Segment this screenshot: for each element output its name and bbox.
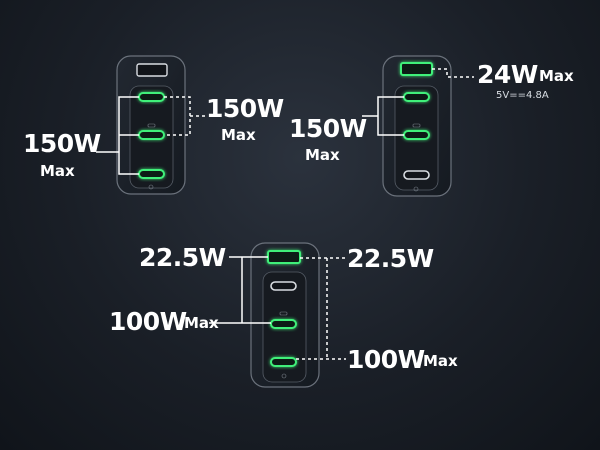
usb-c-port-inactive xyxy=(270,281,297,291)
connector-solid xyxy=(209,256,271,324)
connector-dashed xyxy=(432,68,474,78)
usb-a-port-active xyxy=(400,62,433,76)
usb-a-port-active xyxy=(267,250,301,264)
charger-1 xyxy=(96,55,205,195)
panel2-left-power: 150W xyxy=(289,114,367,143)
usb-c-port-active xyxy=(270,357,297,367)
panel2-left-max: Max xyxy=(305,146,340,164)
usb-c-port-active xyxy=(138,130,165,140)
usb-c-port-active xyxy=(403,130,430,140)
usb-c-port-active xyxy=(270,319,297,329)
panel2-right-power: 24W xyxy=(477,60,538,89)
panel2-voltage-note: 5V==4.8A xyxy=(496,90,549,101)
panel1-left-max: Max xyxy=(40,162,75,180)
charger-3 xyxy=(209,242,346,388)
logo-mark xyxy=(148,184,154,190)
charger-2 xyxy=(362,55,474,197)
usb-c-port-active xyxy=(138,92,165,102)
usb-a-port-inactive xyxy=(136,63,168,77)
panel3-left-bottom-max: Max xyxy=(184,314,219,332)
usb-c-port-active xyxy=(403,92,430,102)
panel1-right-power: 150W xyxy=(206,94,284,123)
usb-c-port-inactive xyxy=(403,170,430,180)
logo-mark xyxy=(413,186,419,192)
connector-solid xyxy=(96,96,139,175)
panel3-left-top-power: 22.5W xyxy=(139,243,226,272)
panel3-right-bottom-power: 100W xyxy=(347,345,425,374)
panel1-right-max: Max xyxy=(221,126,256,144)
panel3-right-bottom-max: Max xyxy=(423,352,458,370)
logo-mark xyxy=(281,373,287,379)
connector-solid xyxy=(362,96,404,136)
port-symbol-mark xyxy=(279,311,288,316)
panel3-right-top-power: 22.5W xyxy=(347,244,434,273)
panel3-left-bottom-power: 100W xyxy=(109,307,187,336)
port-symbol-mark xyxy=(147,123,156,128)
panel2-right-max: Max xyxy=(539,67,574,85)
port-symbol-mark xyxy=(412,123,421,128)
usb-c-port-active xyxy=(138,169,165,179)
panel1-left-power: 150W xyxy=(23,129,101,158)
connector-dashed xyxy=(296,257,346,360)
connector-dashed xyxy=(164,96,205,136)
